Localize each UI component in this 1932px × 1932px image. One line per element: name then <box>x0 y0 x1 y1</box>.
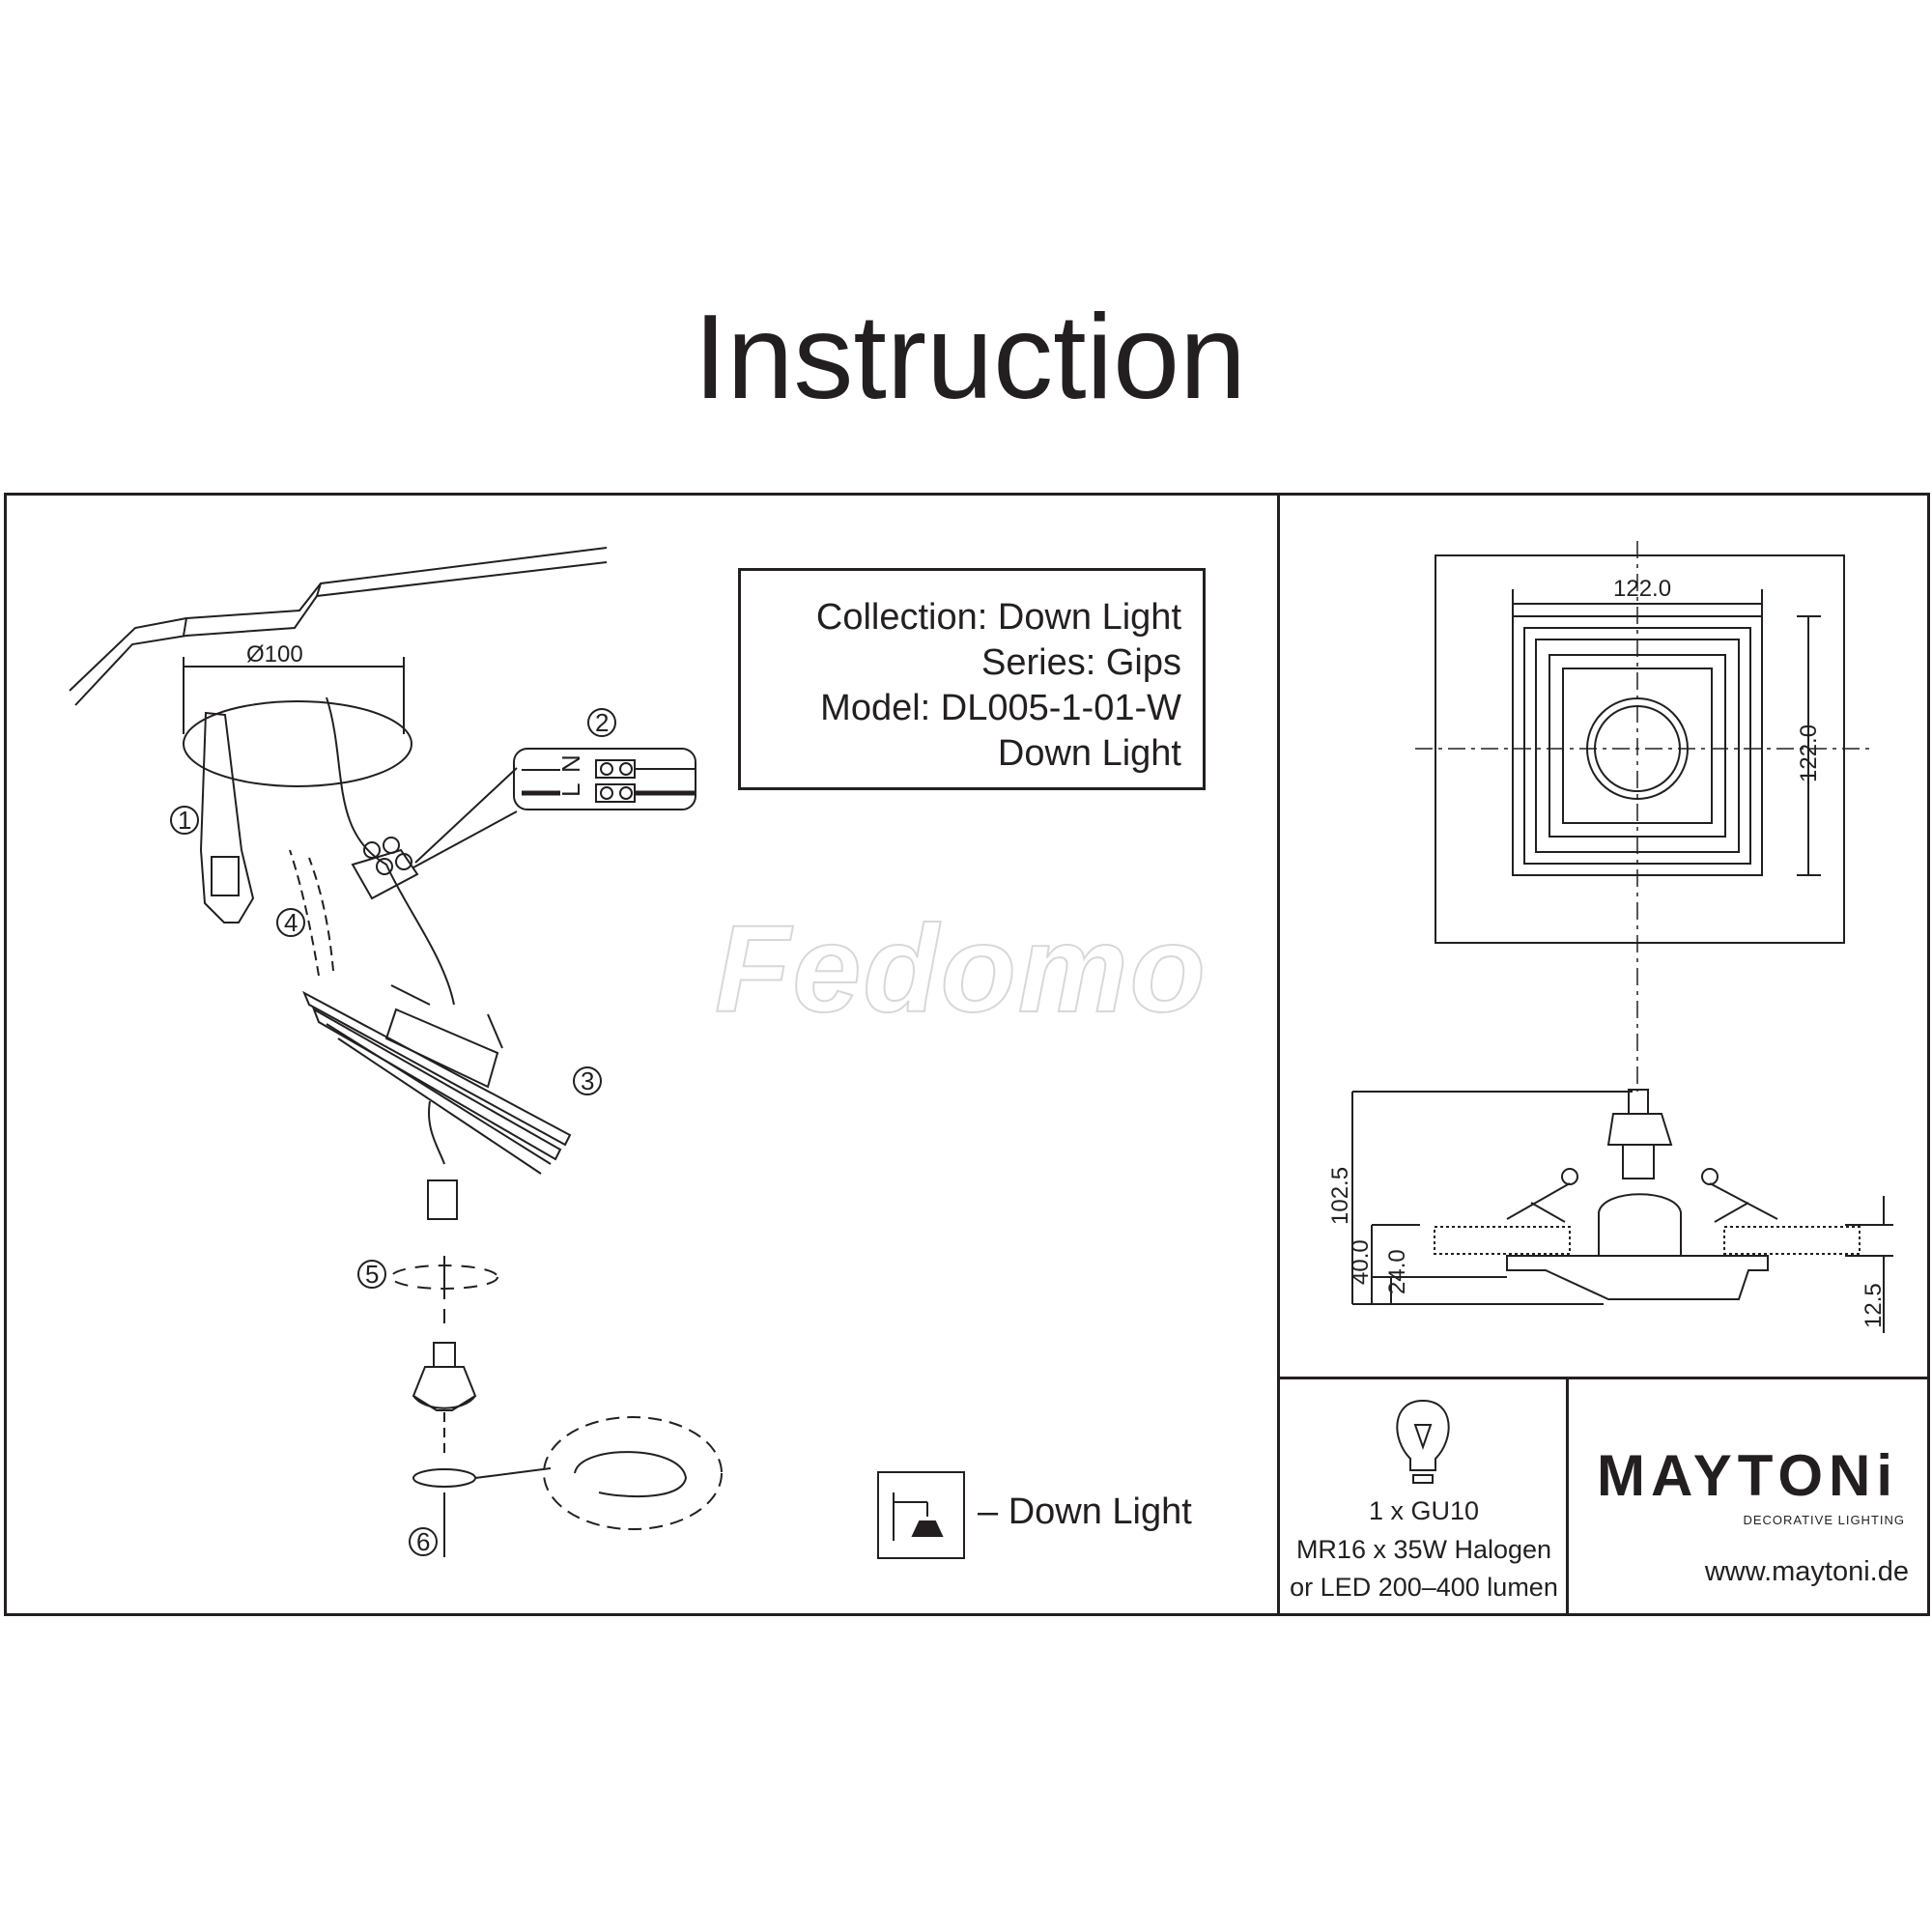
retaining-clip <box>412 1416 723 1530</box>
lamp-socket <box>427 1179 458 1220</box>
step-5: 5 <box>365 1260 379 1289</box>
dimension-width: 122.0 <box>1613 576 1671 602</box>
step-4: 4 <box>284 908 298 937</box>
spec-halogen: MR16 x 35W Halogen <box>1295 1535 1552 1564</box>
lift-arrow <box>289 849 334 977</box>
instruction-frame <box>4 493 1930 1616</box>
legend-label: – Down Light <box>978 1492 1192 1532</box>
brand-logo: MAYTONi <box>1596 1443 1899 1508</box>
gu10-bulb-drawing <box>412 1342 477 1411</box>
divider-vertical <box>1277 493 1280 1613</box>
wire-label-live: L <box>556 783 585 797</box>
power-wire <box>326 696 455 1006</box>
dimension-height-12: 12.5 <box>1861 1283 1887 1328</box>
top-view-drawing <box>1415 541 1869 1092</box>
product-info-box: Collection: Down Light Series: Gips Mode… <box>738 568 1206 790</box>
watermark: Fedomo <box>714 899 1208 1039</box>
brand-tagline: DECORATIVE LIGHTING <box>1743 1513 1905 1527</box>
brand-website: www.maytoni.de <box>1704 1556 1909 1587</box>
fixture-drawing <box>301 984 572 1175</box>
spec-lamp-count: 1 x GU10 <box>1368 1496 1480 1525</box>
ceiling-hole <box>183 700 412 787</box>
terminal-block <box>351 767 518 900</box>
light-bulb-icon <box>1396 1399 1450 1484</box>
dimension-depth: 122.0 <box>1796 724 1822 782</box>
saw-icon <box>199 711 255 923</box>
step-3: 3 <box>581 1066 594 1095</box>
step-6: 6 <box>416 1527 430 1556</box>
down-light-icon <box>877 1471 965 1559</box>
page-title: Instruction <box>693 291 1247 424</box>
model-label: Model: DL005-1-01-W <box>820 688 1181 728</box>
step-1: 1 <box>178 806 191 835</box>
wire-label-neutral: N <box>556 754 585 773</box>
diameter-dimension-line <box>183 657 405 734</box>
hole-diameter-label: Ø100 <box>246 641 303 668</box>
ceiling-drawing <box>69 547 608 706</box>
dimension-height-total: 102.5 <box>1327 1167 1353 1225</box>
dimension-height-40: 40.0 <box>1348 1239 1374 1285</box>
spec-led: or LED 200–400 lumen <box>1290 1573 1558 1602</box>
collection-label: Collection: Down Light <box>815 597 1181 638</box>
dimension-height-24: 24.0 <box>1384 1249 1410 1294</box>
series-label: Series: Gips <box>981 642 1181 683</box>
wiring-detail <box>513 748 696 810</box>
divider-spec-logo <box>1566 1377 1569 1613</box>
type-label: Down Light <box>997 733 1181 774</box>
side-view-drawing <box>1351 1089 1893 1333</box>
step-2: 2 <box>595 708 609 737</box>
divider-horizontal <box>1277 1377 1927 1379</box>
